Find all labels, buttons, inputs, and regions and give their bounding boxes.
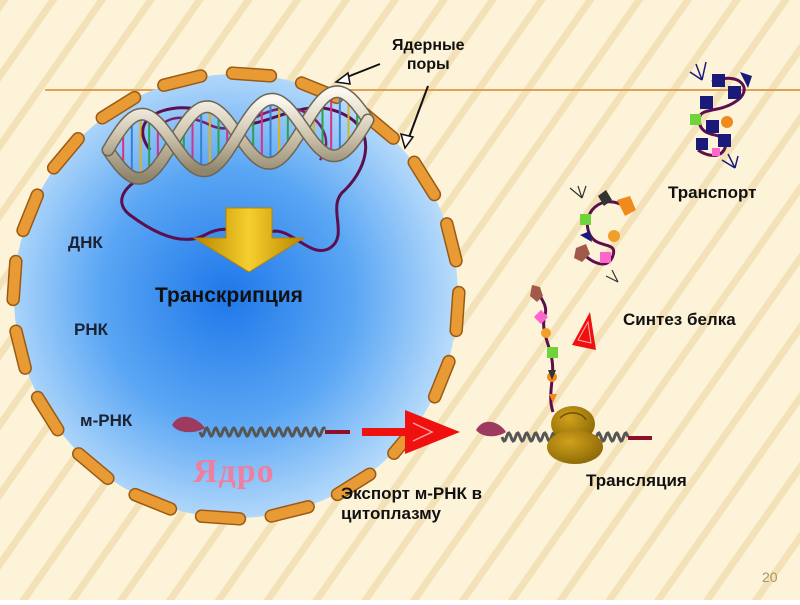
nuclear-pores-label: Ядерные поры bbox=[392, 37, 465, 74]
transcription-label: Транскрипция bbox=[155, 284, 303, 307]
membrane-segment bbox=[427, 354, 456, 404]
transport-protein bbox=[689, 61, 752, 169]
transport-label: Транспорт bbox=[668, 183, 757, 202]
membrane-segment bbox=[194, 509, 247, 526]
translation-label: Трансляция bbox=[586, 471, 687, 490]
mrna-label: м-РНК bbox=[80, 411, 133, 430]
membrane-segment bbox=[225, 66, 278, 83]
ribosome bbox=[547, 406, 603, 464]
rna-label: РНК bbox=[74, 320, 108, 339]
membrane-segment bbox=[330, 467, 377, 502]
export-label: Экспорт м-РНК в цитоплазму bbox=[341, 484, 483, 524]
export-arrow-highlight bbox=[412, 422, 434, 442]
membrane-segment bbox=[9, 324, 32, 375]
membrane-segment bbox=[16, 188, 45, 238]
membrane-segment bbox=[264, 500, 315, 523]
membrane-segment bbox=[440, 217, 463, 268]
nucleus-label: Ядро bbox=[193, 453, 275, 490]
nascent-polypeptide bbox=[530, 285, 558, 413]
dna-double-helix bbox=[101, 85, 375, 185]
membrane-segment bbox=[46, 131, 85, 175]
membrane-segment bbox=[449, 285, 466, 338]
export-arrow bbox=[362, 410, 460, 454]
membrane-segment bbox=[95, 90, 142, 125]
protein-synthesis-label: Синтез белка bbox=[623, 310, 736, 329]
dna-backbone-strand bbox=[103, 94, 373, 176]
slide-number: 20 bbox=[762, 569, 778, 585]
mrna-cap-inside bbox=[172, 416, 205, 433]
mrna-cap-cytoplasm bbox=[476, 421, 506, 437]
membrane-segment bbox=[407, 155, 442, 202]
membrane-segment bbox=[128, 487, 178, 516]
folding-peptide bbox=[569, 185, 636, 283]
nucleus bbox=[14, 74, 458, 518]
membrane-segment bbox=[71, 447, 115, 486]
membrane-segment bbox=[6, 254, 23, 307]
membrane-segment bbox=[157, 69, 208, 92]
transcription-arrow bbox=[192, 207, 306, 273]
membrane-segment bbox=[30, 390, 65, 437]
mrna-strand-inside bbox=[198, 426, 327, 438]
dna-label: ДНК bbox=[68, 233, 103, 252]
pore-pointer-2 bbox=[407, 85, 429, 141]
